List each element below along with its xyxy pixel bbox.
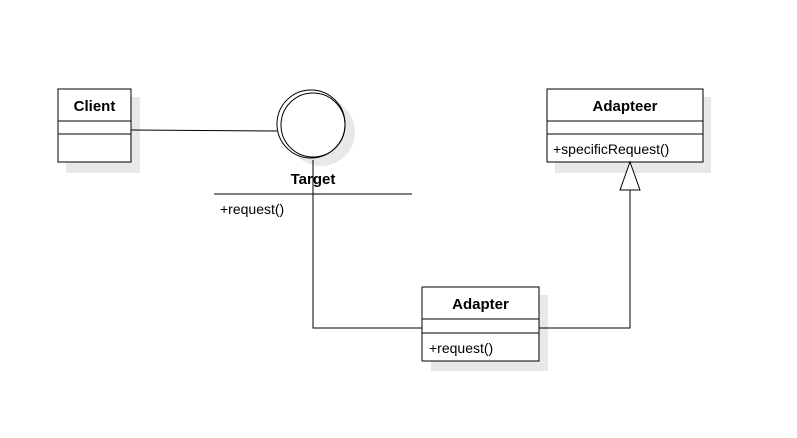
adapter-adapteer-generalization [539, 190, 631, 329]
generalization-arrowhead [619, 160, 641, 191]
class-client[interactable]: Client [57, 88, 132, 163]
adapteer-method: +specificRequest() [553, 141, 669, 157]
target-circle-inner [280, 92, 346, 158]
target-method: +request() [220, 201, 284, 217]
adapteer-box [546, 88, 704, 163]
adapter-box [421, 286, 540, 362]
class-adapter[interactable]: Adapter +request() [421, 286, 540, 362]
connectors [130, 129, 641, 329]
adapter-name: Adapter [452, 296, 509, 313]
adapteer-name: Adapteer [592, 98, 657, 115]
client-box [57, 88, 132, 163]
class-adapteer[interactable]: Adapteer +specificRequest() [546, 88, 704, 163]
adapter-method: +request() [429, 340, 493, 356]
client-name: Client [74, 98, 116, 115]
target-adapter-realization [312, 160, 422, 329]
interface-target[interactable]: Target +request() [214, 89, 412, 217]
client-target-link [130, 129, 278, 132]
